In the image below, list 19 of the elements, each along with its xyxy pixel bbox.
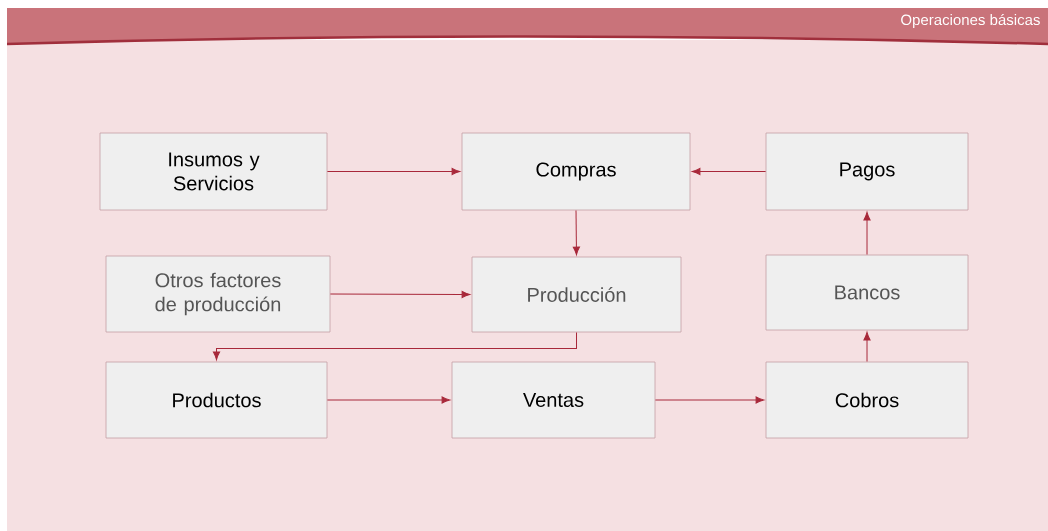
arrow — [863, 211, 871, 256]
arrow — [863, 331, 871, 363]
process-box: Compras — [461, 132, 691, 211]
arrow — [691, 167, 767, 176]
process-box: Ventas — [451, 361, 656, 439]
process-box: Bancos — [765, 254, 969, 331]
process-box: Insumos y Servicios — [99, 132, 328, 211]
process-box: Productos — [105, 361, 328, 439]
arrow — [326, 396, 451, 404]
process-box: Cobros — [765, 361, 969, 439]
process-box: Pagos — [765, 132, 969, 211]
arrow — [654, 396, 765, 404]
arrow — [329, 290, 471, 299]
arrow — [326, 167, 461, 176]
arrow — [572, 209, 580, 256]
process-box: Producción — [471, 256, 682, 333]
header-title: Operaciones básicas — [901, 13, 1040, 29]
process-box: Otros factores de producción — [105, 255, 331, 333]
arrow — [212, 331, 577, 361]
